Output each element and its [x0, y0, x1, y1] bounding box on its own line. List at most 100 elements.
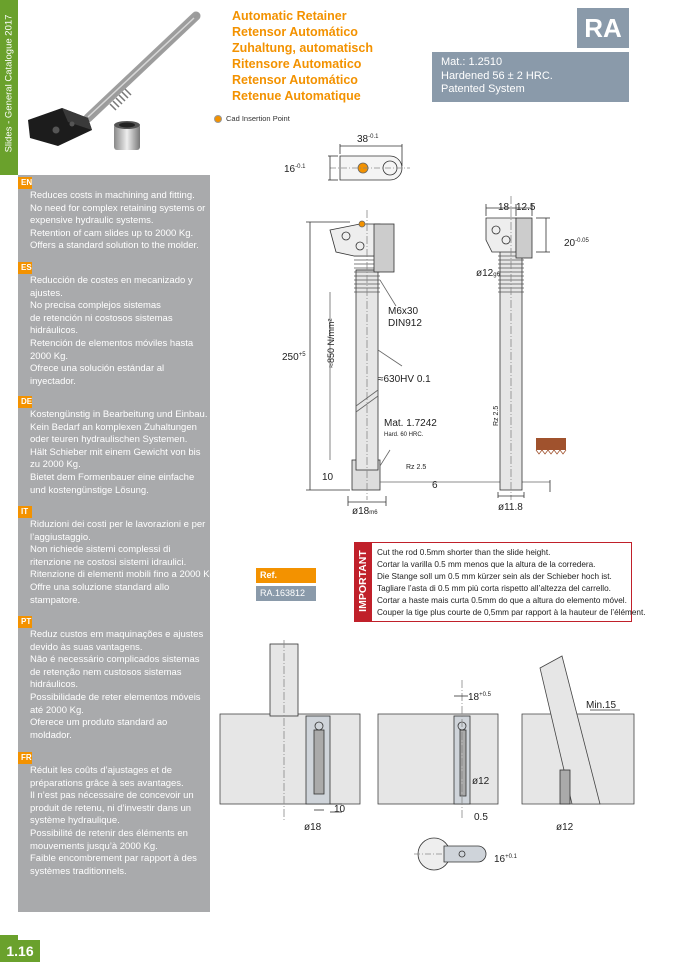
text-line: expensive hydraulic systems. [30, 215, 154, 227]
rod-material-label: Mat. 1.7242 [384, 418, 437, 429]
dim-6: 6 [432, 480, 438, 491]
important-line: Cortar la varilla 0.5 mm menos que la al… [377, 560, 596, 569]
roughness-label: Rz 2.5 [406, 464, 426, 471]
text-line: Retención de elementos móviles hasta [30, 337, 194, 349]
screw-std-label: DIN912 [388, 318, 422, 329]
cad-note: Cad Insertion Point [214, 114, 290, 123]
hardness-label: ≈630HV 0.1 [378, 374, 431, 385]
text-line: Non richiede sistemi complessi di [30, 544, 171, 556]
dim-18: 18 [498, 202, 510, 213]
product-code-badge: RA [577, 8, 629, 48]
dim-12-5: 12.5 [516, 202, 536, 213]
page-number: 1.16 [0, 940, 40, 962]
text-line: Retention of cam slides up to 2000 Kg. [30, 227, 194, 239]
cad-point-icon [214, 114, 222, 123]
text-line: inyectador. [30, 375, 76, 387]
important-tag: IMPORTANT [354, 542, 372, 622]
text-line: produit de retenu, ni d’investir dans un [30, 802, 192, 814]
text-line: até 2000 Kg. [30, 704, 84, 716]
title-en: Automatic Retainer [232, 9, 347, 23]
lang-body: Kostengünstig in Bearbeitung und Einbau.… [18, 409, 210, 497]
text-line: Hält Schieber mit einem Gewicht von bis [30, 446, 201, 458]
text-line: hidráulicos. [30, 679, 79, 691]
mold-view-2 [377, 680, 499, 820]
dim-38: 38-0.1 [357, 134, 379, 145]
dim-18-05: 18+0.5 [468, 692, 492, 703]
reference-label: Ref. [256, 568, 316, 583]
dim-min15: Min.15 [586, 700, 616, 711]
dim-10b: 10 [334, 804, 346, 815]
text-line: Reducción de costes en mecanizado y [30, 275, 193, 286]
text-line: mouvements jusqu’à 2000 Kg. [30, 840, 158, 852]
important-line: Cut the rod 0.5mm shorter than the slide… [377, 548, 551, 557]
important-notice: IMPORTANT Cut the rod 0.5mm shorter than… [354, 542, 646, 622]
title-pt: Retensor Automático [232, 73, 358, 87]
text-line: und kostengünstige Lösung. [30, 484, 149, 496]
lang-body: Reduces costs in machining and fitting. … [18, 190, 210, 253]
text-line: Não é necessário complicados sistemas [30, 654, 200, 666]
dim-20: 20-0.05 [564, 238, 589, 249]
lang-section-fr: FR Réduit les coûts d’ajustages et de pr… [18, 752, 210, 878]
important-text: Cut the rod 0.5mm shorter than the slide… [377, 547, 646, 619]
mold-view-3 [521, 655, 635, 805]
lang-section-es: ES Reducción de costes en mecanizado y a… [18, 262, 210, 388]
text-line: moldador. [30, 729, 72, 741]
cad-note-label: Cad Insertion Point [226, 114, 290, 123]
bottom-top-view [414, 837, 487, 871]
dim-16: 16-0.1 [284, 164, 306, 175]
dim-10: 10 [322, 472, 334, 483]
dim-o18m6: ø18m6 [352, 506, 378, 517]
screw-label: M6x30 [388, 306, 418, 317]
lang-section-it: IT Riduzioni dei costi per le lavorazion… [18, 506, 217, 607]
dim-o12b: ø12 [556, 822, 574, 833]
text-line: ajustes. [30, 287, 63, 299]
text-line: Faible encombrement par rapport à des [30, 853, 197, 865]
lang-tag: IT [18, 506, 32, 518]
patent-line: Patented System [441, 83, 525, 95]
lang-body: Reducción de costes en mecanizado y ajus… [18, 275, 210, 388]
text-line: de retenção nem custosos sistemas [30, 666, 182, 678]
important-line: Cortar a haste mais curta 0.5mm do que a… [377, 596, 627, 605]
dim-0-5: 0.5 [474, 812, 488, 823]
text-line: Réduit les coûts d’ajustages et de [30, 765, 173, 776]
rod-hardness-label: Hard. 60 HRC. [384, 432, 424, 438]
lang-section-en: EN Reduces costs in machining and fittin… [18, 177, 210, 253]
technical-drawing: 38-0.1 16-0.1 [219, 134, 635, 871]
side-view-secondary [485, 196, 567, 500]
product-photo-graphic [28, 11, 201, 150]
text-line: Possibilité de retenir des éléments en [30, 827, 188, 839]
text-line: stampatore. [30, 594, 81, 606]
strength-label: ≈850 N/mm² [326, 319, 336, 368]
dim-o12: ø12 [472, 776, 490, 787]
text-line: ritenzione ne costosi sistemi idraulici. [30, 556, 187, 568]
lang-tag: DE [18, 396, 32, 408]
text-line: 2000 Kg. [30, 350, 69, 362]
dim-o12g6: ø12g6 [476, 268, 501, 279]
lang-body: Reduz custos em maquinações e ajustes de… [18, 629, 210, 742]
title-fr: Retenue Automatique [232, 89, 361, 103]
important-line: Couper la tige plus courte de 0,5mm par … [377, 608, 646, 617]
product-photo [18, 0, 210, 175]
text-line: préparations grâce à ses avantages. [30, 777, 184, 789]
text-line: Bietet dem Formenbauer eine einfache [30, 471, 195, 483]
text-line: Ofrece una solución estándar al [30, 363, 165, 375]
text-line: No precisa complejos sistemas [30, 300, 161, 312]
material-line: Mat.: 1.2510 [441, 56, 503, 68]
side-view-main [306, 210, 551, 506]
lang-tag: FR [18, 752, 32, 764]
text-line: zu 2000 Kg. [30, 459, 81, 471]
lang-section-de: DE Kostengünstig in Bearbeitung und Einb… [18, 396, 210, 497]
important-line: Tagliare l’asta di 0.5 mm più corta risp… [377, 584, 611, 593]
roughness-label-2: Rz 2.5 [493, 406, 500, 426]
text-line: Reduz custos em maquinações e ajustes [30, 629, 204, 640]
hardness-line: Hardened 56 ± 2 HRC. [441, 69, 553, 82]
language-column [18, 175, 210, 912]
text-line: Kostengünstig in Bearbeitung und Einbau. [30, 409, 208, 420]
dim-16b: 16+0.1 [494, 854, 518, 865]
title-de: Zuhaltung, automatisch [232, 41, 373, 55]
text-line: hidráulicos. [30, 325, 79, 337]
lang-section-pt: PT Reduz custos em maquinações e ajustes… [18, 616, 210, 742]
mold-view-1 [219, 640, 361, 820]
lang-body: Réduit les coûts d’ajustages et de prépa… [18, 765, 210, 878]
